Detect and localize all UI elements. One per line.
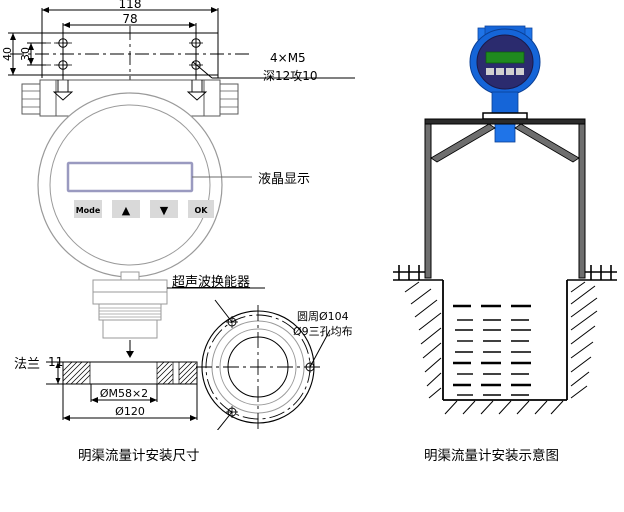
device-neck [491,91,519,115]
dimension-30-label: 30 [19,47,32,61]
up-button-label: ▲ [122,204,131,217]
dimension-40-label: 40 [1,47,14,61]
flange-cross-section [62,361,198,385]
frame-top-beam [424,118,586,125]
right-figure-caption: 明渠流量计安装示意图 [424,448,559,464]
ultrasonic-transducer-side-view [92,271,168,339]
frame-leg-right [578,123,586,279]
dimension-flange-thickness [46,361,64,385]
water-level-indication [453,304,531,396]
frame-leg-left [424,123,432,279]
frame-brace-left [430,123,496,163]
dimension-thread-label: ØM58×2 [100,387,148,400]
dimension-thread [90,384,158,403]
channel-structure [404,280,598,415]
mode-button[interactable] [74,200,102,218]
flange-face-view [196,299,331,430]
transducer-callout-label: 超声波换能器 [172,275,251,290]
dimension-plate-height [8,32,44,76]
lcd-callout-label: 液晶显示 [258,172,311,187]
device-lcd-screen [485,51,525,64]
dimension-flange-diameter [62,384,198,421]
earth-hatch-right [570,281,598,399]
bolt-note-line1: 4×M5 [270,51,306,65]
dimension-flange-diameter-label: Ø120 [115,405,145,418]
down-button[interactable] [150,200,178,218]
left-figure-caption: 明渠流量计安装尺寸 [78,448,200,464]
device-keypad [486,68,524,75]
flange-label: 法兰 [14,357,41,372]
left-dimension-drawing: 118 78 [1,0,355,430]
frame-brace-right [514,123,580,163]
ok-button-label: OK [195,206,209,215]
lcd-display [66,161,194,193]
frame-mount-plate [482,112,528,120]
hole-circle-note-line1: 圆周Ø104 [297,310,349,323]
earth-hatch-bottom [444,400,564,415]
ok-button[interactable] [188,200,214,218]
assembly-arrow [126,340,134,358]
flowmeter-device-illustration [469,25,541,143]
mode-button-label: Mode [76,206,101,215]
right-installation-schematic [393,25,617,415]
up-button[interactable] [112,200,140,218]
anchor-bolts-left [393,265,425,280]
dimension-hole-span-height [27,42,46,66]
bolt-note-leader [192,61,355,79]
flange-thickness-label: 11 [48,355,64,369]
keypad-group [74,200,214,218]
anchor-bolts-right [585,265,617,280]
dimension-118-label: 118 [119,0,142,11]
dimension-78-label: 78 [122,12,137,26]
bolt-note-line2: 深12攻10 [263,69,318,83]
earth-hatch-left [404,281,442,399]
mounting-frame [424,112,586,279]
hole-circle-note-line2: Ø9三孔均布 [293,325,353,338]
down-button-label: ▼ [160,204,169,217]
